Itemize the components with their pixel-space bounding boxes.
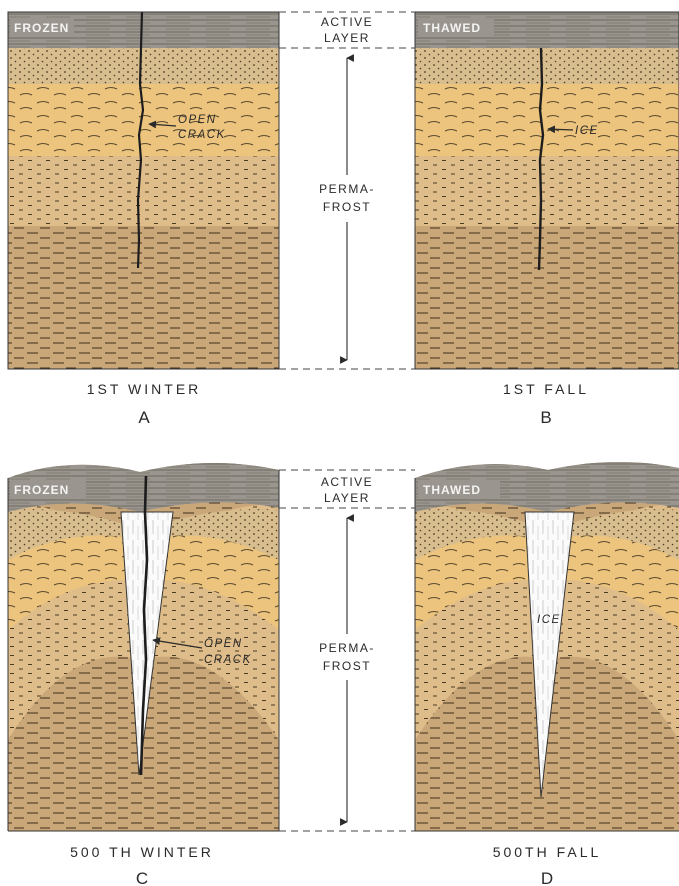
panel-c: FROZEN OPEN CRACK [8, 455, 279, 831]
panel-b: THAWED ICE [415, 12, 679, 369]
thawed-label: THAWED [423, 21, 481, 35]
open-crack-label-line1: OPEN [178, 114, 217, 126]
ice-label-d: ICE [537, 614, 561, 626]
letter-a: A [138, 408, 150, 427]
caption-c: 500 TH WINTER [70, 844, 214, 860]
caption-b: 1ST FALL [503, 381, 589, 397]
active-layer-label-bottom-line1: ACTIVE [321, 475, 373, 489]
permafrost-label-bottom-line1: PERMA- [319, 641, 375, 655]
active-layer-label-bottom-line2: LAYER [324, 491, 370, 505]
open-crack-label-c-line1: OPEN [204, 638, 243, 650]
panel-a: FROZEN OPEN CRACK [8, 12, 279, 369]
letter-c: C [136, 869, 148, 886]
frozen-label-c: FROZEN [14, 483, 69, 497]
frozen-label: FROZEN [14, 21, 69, 35]
panel-d: THAWED ICE [415, 462, 679, 831]
open-crack-label-line2: CRACK [178, 129, 226, 141]
center-scale-bottom: ACTIVE LAYER PERMA- FROST [279, 470, 415, 831]
permafrost-label-top-line1: PERMA- [319, 182, 375, 196]
active-layer-label-top-line1: ACTIVE [321, 15, 373, 29]
ice-label-b: ICE [575, 125, 599, 137]
caption-a: 1ST WINTER [87, 381, 202, 397]
permafrost-label-bottom-line2: FROST [323, 659, 371, 673]
permafrost-label-top-line2: FROST [323, 200, 371, 214]
letter-d: D [541, 869, 553, 886]
center-scale-top: ACTIVE LAYER PERMA- FROST [279, 12, 415, 369]
open-crack-label-c-line2: CRACK [204, 654, 252, 666]
active-layer-label-top-line2: LAYER [324, 31, 370, 45]
caption-d: 500TH FALL [493, 844, 602, 860]
thawed-label-d: THAWED [423, 483, 481, 497]
letter-b: B [540, 408, 551, 427]
